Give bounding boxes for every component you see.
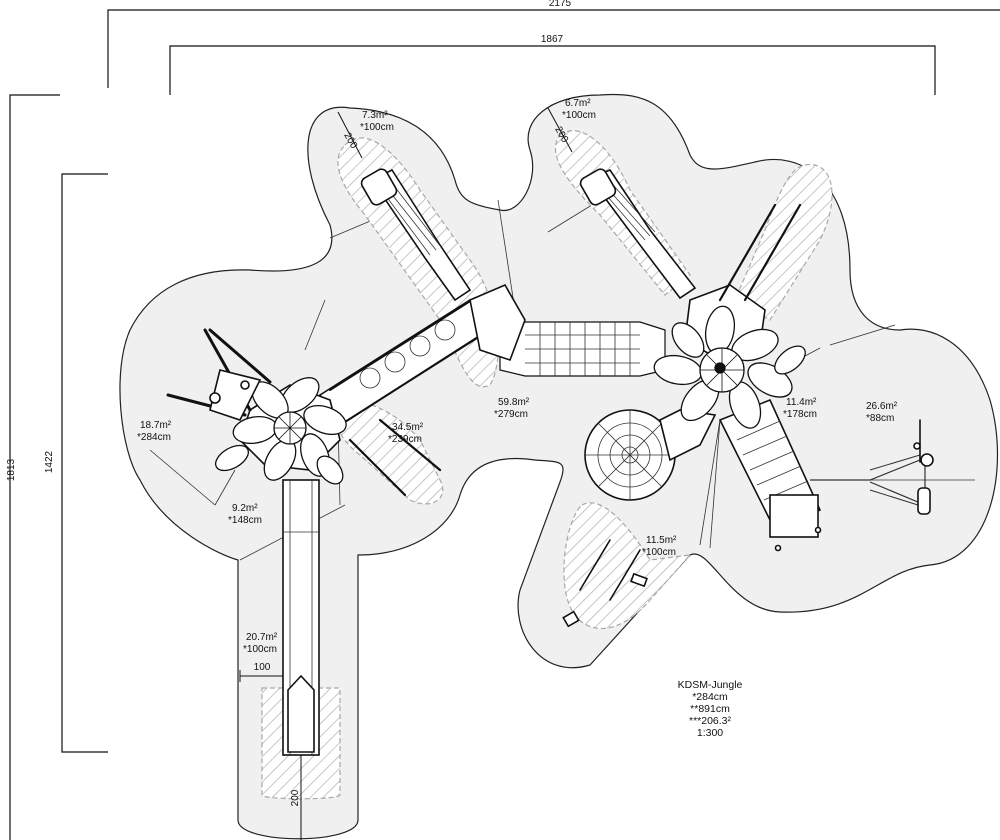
tower-centre (469, 283, 526, 362)
svg-text:*239cm: *239cm (388, 434, 422, 445)
svg-text:59.8m²: 59.8m² (498, 397, 530, 408)
dimension-slide-width: 100 (239, 662, 284, 682)
svg-text:6.7m²: 6.7m² (565, 98, 591, 109)
svg-text:1422: 1422 (44, 450, 55, 473)
svg-text:26.6m²: 26.6m² (866, 401, 898, 412)
dimension-inner-height: 1422 (44, 173, 108, 753)
svg-text:*178cm: *178cm (783, 409, 817, 420)
title-scale: 1:300 (697, 727, 723, 739)
zone-label-8: 26.6m² *88cm (866, 401, 898, 424)
svg-text:1867: 1867 (541, 34, 564, 45)
fittings-bottom-right (562, 526, 822, 628)
climbing-panel-left (209, 369, 262, 421)
svg-text:2175: 2175 (549, 0, 572, 9)
title-perimeter: **891cm (690, 703, 730, 715)
safety-area-main (119, 93, 999, 840)
title-block: KDSM-Jungle *284cm **891cm ***206.3² 1:3… (678, 679, 743, 739)
svg-text:200: 200 (290, 789, 301, 806)
slide-bottom-straight (282, 479, 320, 756)
leaf-roof-left (214, 377, 347, 485)
zone-label-5: 59.8m² *279cm (494, 397, 530, 420)
climbing-poles (166, 203, 802, 601)
svg-text:11.5m²: 11.5m² (646, 535, 677, 546)
ladder-right (718, 398, 822, 538)
net-bridge (499, 321, 666, 377)
zone-label-3: 18.7m² *284cm (137, 420, 172, 443)
svg-text:*148cm: *148cm (228, 515, 262, 526)
swing-right (810, 419, 934, 515)
slide-top-left (360, 168, 472, 302)
title-name: KDSM-Jungle (678, 679, 743, 691)
zone-label-6: 9.2m² *148cm (228, 503, 262, 526)
dimension-slide-length-bottom: 200 (290, 755, 302, 840)
svg-text:18.7m²: 18.7m² (140, 420, 172, 431)
zone-label-7: 11.4m² *178cm (783, 397, 817, 420)
svg-text:*284cm: *284cm (137, 432, 171, 443)
svg-text:*88cm: *88cm (866, 413, 894, 424)
zone-label-10: 20.7m² *100cm (243, 632, 278, 655)
svg-text:20.7m²: 20.7m² (246, 632, 278, 643)
svg-text:*100cm: *100cm (243, 644, 277, 655)
title-total-area: ***206.3² (689, 715, 732, 727)
leaf-roof-right (653, 305, 806, 429)
title-max-height: *284cm (692, 691, 728, 703)
zone-label-9: 11.5m² *100cm (642, 535, 677, 558)
dimension-inner-width: 1867 (169, 34, 936, 95)
svg-text:100: 100 (254, 662, 271, 673)
zone-label-2: 6.7m² *100cm (562, 98, 596, 121)
slide-spiral (584, 409, 717, 501)
slide-top-right (579, 168, 697, 300)
dimension-overall-height: 1813 (6, 94, 60, 840)
svg-text:*100cm: *100cm (562, 110, 596, 121)
svg-text:9.2m²: 9.2m² (232, 503, 258, 514)
svg-text:*100cm: *100cm (360, 122, 394, 133)
zone-label-1: 7.3m² *100cm (360, 110, 394, 133)
zone-label-4: 34.5m² *239cm (388, 422, 424, 445)
svg-text:7.3m²: 7.3m² (362, 110, 388, 121)
svg-text:11.4m²: 11.4m² (786, 397, 817, 408)
svg-text:*279cm: *279cm (494, 409, 528, 420)
svg-text:*100cm: *100cm (642, 547, 676, 558)
dimension-overall-width: 2175 (107, 0, 1000, 88)
svg-text:1813: 1813 (6, 458, 17, 481)
svg-text:34.5m²: 34.5m² (392, 422, 424, 433)
